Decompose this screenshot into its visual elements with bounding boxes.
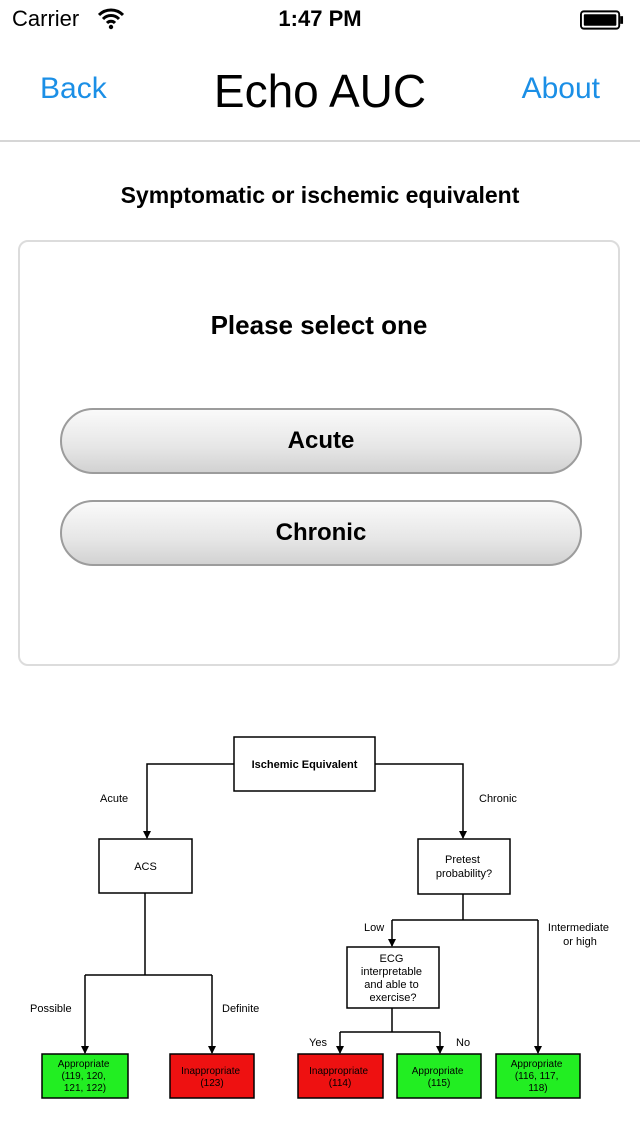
label-chronic: Chronic <box>479 793 517 805</box>
outcome-inappropriate-yes-label: Inappropriate (114) <box>309 1066 371 1089</box>
node-acs <box>98 838 193 894</box>
outcome-line: 121, 122) <box>64 1083 106 1094</box>
node-pretest-probability-label: Pretest probability? <box>436 854 492 880</box>
label-possible: Possible <box>30 1003 72 1015</box>
outcome-inappropriate-definite-label: Inappropriate (123) <box>181 1066 243 1089</box>
intermediate-line: or high <box>563 936 597 948</box>
about-button[interactable]: About <box>521 72 600 105</box>
outcome-line: (123) <box>200 1078 223 1089</box>
outcome-line: 118) <box>528 1083 547 1094</box>
chronic-button[interactable]: Chronic <box>60 500 582 566</box>
outcome-line: (119, 120, <box>61 1071 105 1082</box>
clock: 1:47 PM <box>278 6 362 31</box>
pretest-line: Pretest <box>445 854 480 866</box>
ecg-line: ECG <box>380 953 404 965</box>
outcome-appropriate-no-label: Appropriate (115) <box>412 1066 466 1089</box>
outcome-line: (116, 117, <box>515 1071 559 1082</box>
node-ecg-label: ECG interpretable and able to exercise? <box>361 953 425 1004</box>
outcome-appropriate-no <box>396 1053 482 1099</box>
outcome-appropriate-possible-label: Appropriate (119, 120, 121, 122) <box>58 1059 112 1094</box>
outcome-line: (114) <box>329 1078 352 1089</box>
label-definite: Definite <box>222 1003 259 1015</box>
back-button[interactable]: Back <box>40 72 107 105</box>
flowchart-connectors <box>81 763 542 1054</box>
node-ischemic-equivalent <box>233 736 376 792</box>
label-no: No <box>456 1037 470 1049</box>
pretest-line: probability? <box>436 868 492 880</box>
node-ecg <box>346 946 440 1009</box>
selection-card: Please select one Acute Chronic <box>18 240 620 666</box>
outcome-inappropriate-definite <box>169 1053 255 1099</box>
selection-prompt: Please select one <box>210 310 428 340</box>
label-yes: Yes <box>309 1037 327 1049</box>
outcome-appropriate-intermediate <box>495 1053 581 1099</box>
node-acs-label: ACS <box>134 861 157 873</box>
ecg-line: interpretable <box>361 966 422 978</box>
intermediate-line: Intermediate <box>548 922 609 934</box>
status-bar: Carrier 1:47 PM <box>0 0 640 40</box>
outcome-line: Inappropriate <box>309 1066 368 1077</box>
outcome-line: Appropriate <box>511 1059 563 1070</box>
ecg-line: exercise? <box>369 992 416 1004</box>
page-title: Echo AUC <box>213 65 427 117</box>
carrier-label: Carrier <box>12 6 80 31</box>
outcome-line: Appropriate <box>412 1066 464 1077</box>
battery-icon <box>580 10 624 30</box>
label-acute: Acute <box>100 793 128 805</box>
outcome-appropriate-intermediate-label: Appropriate (116, 117, 118) <box>511 1059 565 1094</box>
node-pretest-probability <box>417 838 511 895</box>
wifi-icon <box>98 8 124 30</box>
label-intermediate: Intermediate or high <box>548 922 612 948</box>
label-low: Low <box>364 922 384 934</box>
ecg-line: and able to <box>364 979 418 991</box>
outcome-appropriate-possible <box>41 1053 129 1099</box>
navigation-bar: Back Echo AUC About <box>0 40 640 142</box>
outcome-line: (115) <box>428 1078 451 1089</box>
node-ischemic-equivalent-label: Ischemic Equivalent <box>252 759 358 771</box>
outcome-line: Inappropriate <box>181 1066 240 1077</box>
acute-button[interactable]: Acute <box>60 408 582 474</box>
section-title: Symptomatic or ischemic equivalent <box>120 182 520 208</box>
outcome-line: Appropriate <box>58 1059 110 1070</box>
outcome-inappropriate-yes <box>297 1053 384 1099</box>
